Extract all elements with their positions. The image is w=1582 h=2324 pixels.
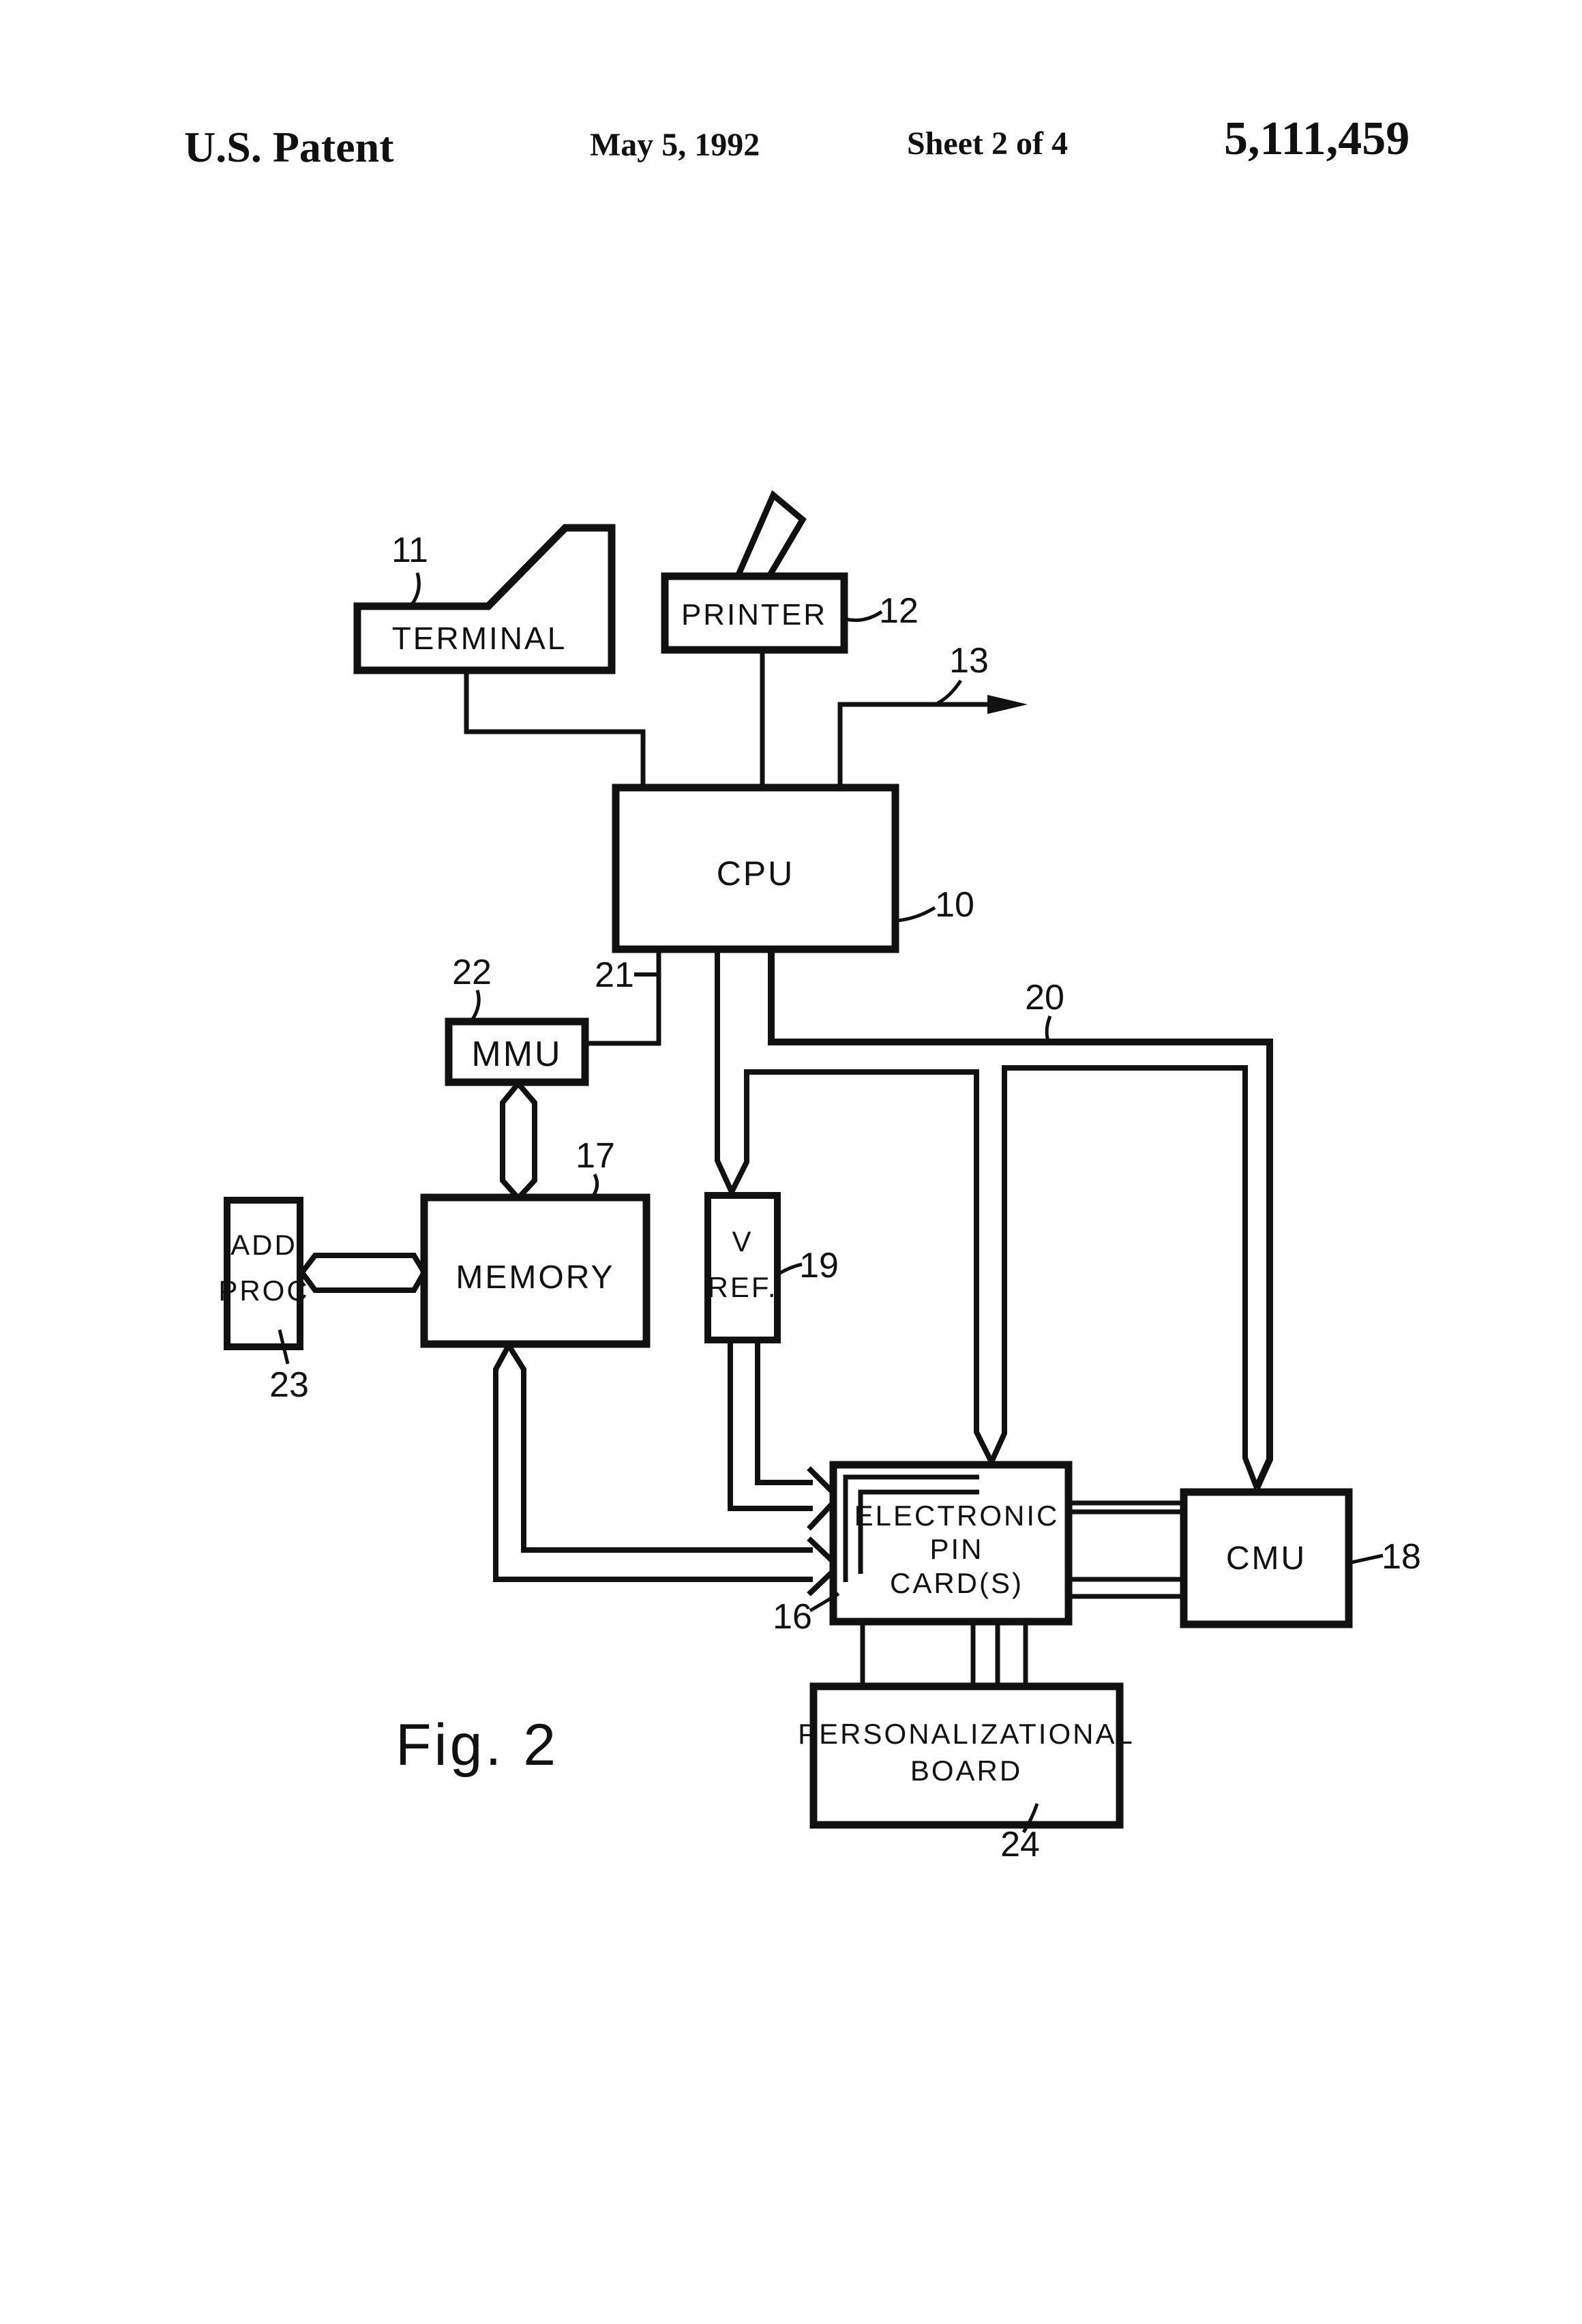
personalization-board-box bbox=[809, 1682, 1124, 1829]
vref-pincards-bus-outline bbox=[729, 1069, 994, 1463]
ref-leader-12 bbox=[845, 610, 883, 623]
mmu-box bbox=[445, 1017, 589, 1086]
v-ref-label-line1: V bbox=[732, 1225, 753, 1257]
pin-cards-label-line1: ELECTRONIC bbox=[854, 1500, 1060, 1532]
patent-header: U.S. Patent May 5, 1992 Sheet 2 of 4 5,1… bbox=[184, 113, 1409, 171]
mmu-label: MMU bbox=[471, 1034, 562, 1074]
memory-box bbox=[420, 1193, 651, 1348]
vref-pincards-line-bottom bbox=[728, 1340, 813, 1511]
cmu-box bbox=[1180, 1488, 1353, 1628]
cpu-label: CPU bbox=[717, 854, 795, 893]
cpu-output-line bbox=[837, 702, 1017, 788]
block-cpu: CPU bbox=[612, 784, 899, 953]
block-mmu: MMU bbox=[445, 1017, 589, 1086]
ref-label-20: 20 bbox=[1025, 978, 1064, 1017]
memory-pincards-line-top bbox=[506, 1343, 813, 1553]
ref-leader-19 bbox=[776, 1262, 803, 1277]
patent-header-number: 5,111,459 bbox=[1224, 113, 1409, 165]
ref-label-22: 22 bbox=[452, 953, 492, 992]
ref-label-17: 17 bbox=[576, 1136, 615, 1176]
v-ref-box bbox=[704, 1192, 781, 1343]
ref-label-24: 24 bbox=[1000, 1825, 1040, 1864]
ref-label-12: 12 bbox=[879, 591, 919, 631]
ref-leader-16 bbox=[809, 1592, 840, 1613]
cpu-vref-bus-left bbox=[715, 949, 734, 1193]
block-terminal: TERMINAL bbox=[353, 524, 616, 674]
ref-label-21: 21 bbox=[595, 955, 634, 995]
ref-leader-22 bbox=[470, 989, 481, 1022]
block-memory: MEMORY bbox=[420, 1193, 651, 1348]
add-proc-label-line2: PROC bbox=[218, 1275, 309, 1307]
ref-leader-18 bbox=[1348, 1553, 1384, 1565]
vref-pincards-line-top bbox=[755, 1340, 813, 1485]
cmu-label: CMU bbox=[1226, 1540, 1307, 1577]
block-v-ref: V REF. bbox=[704, 1192, 781, 1343]
terminal-cpu-line bbox=[464, 670, 646, 788]
patent-header-title: U.S. Patent bbox=[184, 123, 394, 171]
add-proc-label-line1: ADD bbox=[230, 1229, 297, 1261]
cpu-mmu-line bbox=[585, 949, 661, 1046]
pin-cards-stack-line2 bbox=[858, 1489, 979, 1574]
terminal-label: TERMINAL bbox=[392, 621, 567, 656]
ref-leader-17 bbox=[590, 1173, 599, 1199]
terminal-shape bbox=[353, 524, 616, 674]
add-proc-box bbox=[224, 1197, 303, 1350]
ref-leader-13 bbox=[936, 679, 963, 705]
pin-cards-label-line3: CARD(S) bbox=[890, 1567, 1024, 1599]
mmu-memory-double-arrow-icon bbox=[500, 1079, 537, 1202]
ref-leader-24 bbox=[1021, 1803, 1039, 1834]
ref-label-16: 16 bbox=[773, 1597, 812, 1637]
printer-label: PRINTER bbox=[681, 598, 827, 631]
ref-leader-23 bbox=[278, 1329, 290, 1365]
ref-label-23: 23 bbox=[269, 1365, 309, 1405]
pincards-cmu-bus-outline bbox=[989, 1065, 1259, 1489]
block-pin-cards: ELECTRONIC PIN CARD(S) bbox=[829, 1461, 1073, 1626]
ref-label-19: 19 bbox=[799, 1246, 839, 1285]
personalization-board-label-line1: PERSONALIZATIONAL bbox=[798, 1718, 1135, 1750]
reference-numerals: 11 12 13 10 22 21 20 17 19 23 16 18 24 bbox=[269, 531, 1421, 1864]
cmu-cpu-bus-outline bbox=[768, 949, 1273, 1490]
addproc-memory-double-arrow-icon bbox=[299, 1253, 428, 1293]
printer-box bbox=[661, 572, 848, 654]
ref-leader-20 bbox=[1045, 1015, 1052, 1041]
ref-label-18: 18 bbox=[1382, 1537, 1421, 1577]
personalization-board-label-line2: BOARD bbox=[910, 1755, 1022, 1787]
pin-cards-stack-line1 bbox=[843, 1474, 979, 1582]
patent-header-date: May 5, 1992 bbox=[590, 127, 760, 163]
figure-caption: Fig. 2 bbox=[395, 1712, 558, 1778]
printer-paper-icon bbox=[733, 490, 807, 580]
ref-label-13: 13 bbox=[949, 641, 989, 681]
memory-pincards-line-bottom bbox=[493, 1344, 813, 1582]
block-printer: PRINTER bbox=[661, 490, 848, 654]
block-add-proc: ADD PROC bbox=[218, 1197, 309, 1350]
ref-label-10: 10 bbox=[935, 885, 974, 925]
output-arrowhead-icon bbox=[987, 695, 1028, 714]
patent-header-sheet: Sheet 2 of 4 bbox=[907, 125, 1068, 162]
ref-leader-11 bbox=[408, 572, 421, 608]
block-personalization-board: PERSONALIZATIONAL BOARD bbox=[798, 1682, 1135, 1829]
ref-label-11: 11 bbox=[391, 531, 428, 570]
memory-label: MEMORY bbox=[456, 1260, 614, 1296]
ref-leader-10 bbox=[897, 906, 936, 923]
pin-cards-label-line2: PIN bbox=[929, 1533, 983, 1565]
cpu-box bbox=[612, 784, 899, 953]
v-ref-label-line2: REF. bbox=[707, 1271, 777, 1303]
block-cmu: CMU bbox=[1180, 1488, 1353, 1628]
